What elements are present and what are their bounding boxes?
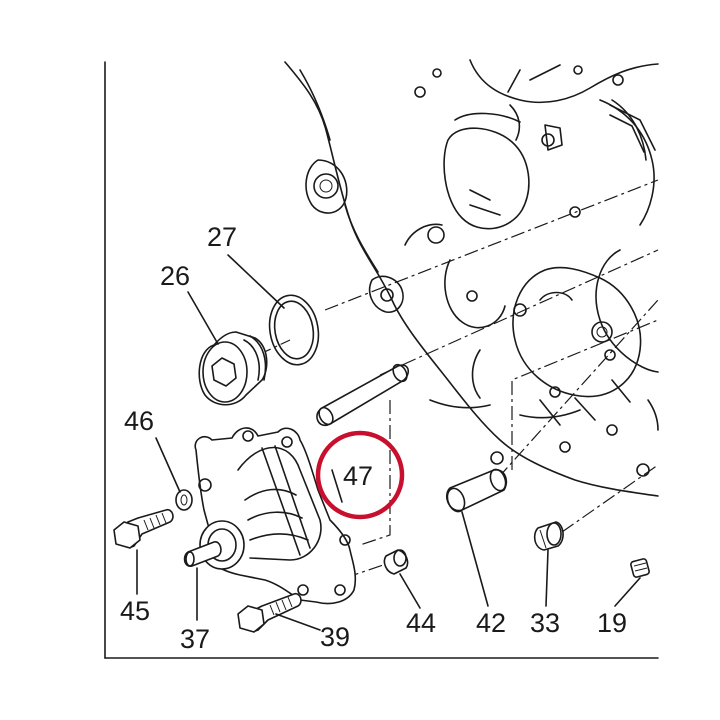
part-44-dowel: [383, 549, 409, 575]
part-33-plug: [533, 521, 564, 551]
part-27-o-ring: [268, 294, 320, 366]
label-19: 19: [597, 608, 627, 638]
label-27: 27: [207, 222, 237, 252]
part-19-set-screw: [630, 558, 650, 578]
leader-lines: [136, 254, 641, 631]
label-39: 39: [320, 622, 350, 652]
part-42-sleeve: [446, 468, 508, 513]
part-37-pump-assembly: [183, 427, 357, 605]
highlight-circle: [315, 430, 405, 520]
label-47: 47: [343, 461, 373, 491]
frame: [104, 61, 659, 659]
label-46: 46: [124, 406, 154, 436]
part-45-bolt: [113, 508, 174, 549]
label-45: 45: [120, 596, 150, 626]
engine-case: [284, 59, 659, 497]
label-42: 42: [476, 608, 506, 638]
part-26-plug: [198, 331, 268, 406]
part-47-pin: [316, 363, 410, 427]
part-labels: 27 26 47 46 45 37 39 44 42 33 19: [120, 222, 627, 654]
label-37: 37: [180, 624, 210, 654]
part-39-bolt: [237, 592, 302, 633]
label-33: 33: [530, 608, 560, 638]
part-46-washer: [175, 489, 193, 511]
label-26: 26: [160, 261, 190, 291]
label-44: 44: [406, 608, 436, 638]
